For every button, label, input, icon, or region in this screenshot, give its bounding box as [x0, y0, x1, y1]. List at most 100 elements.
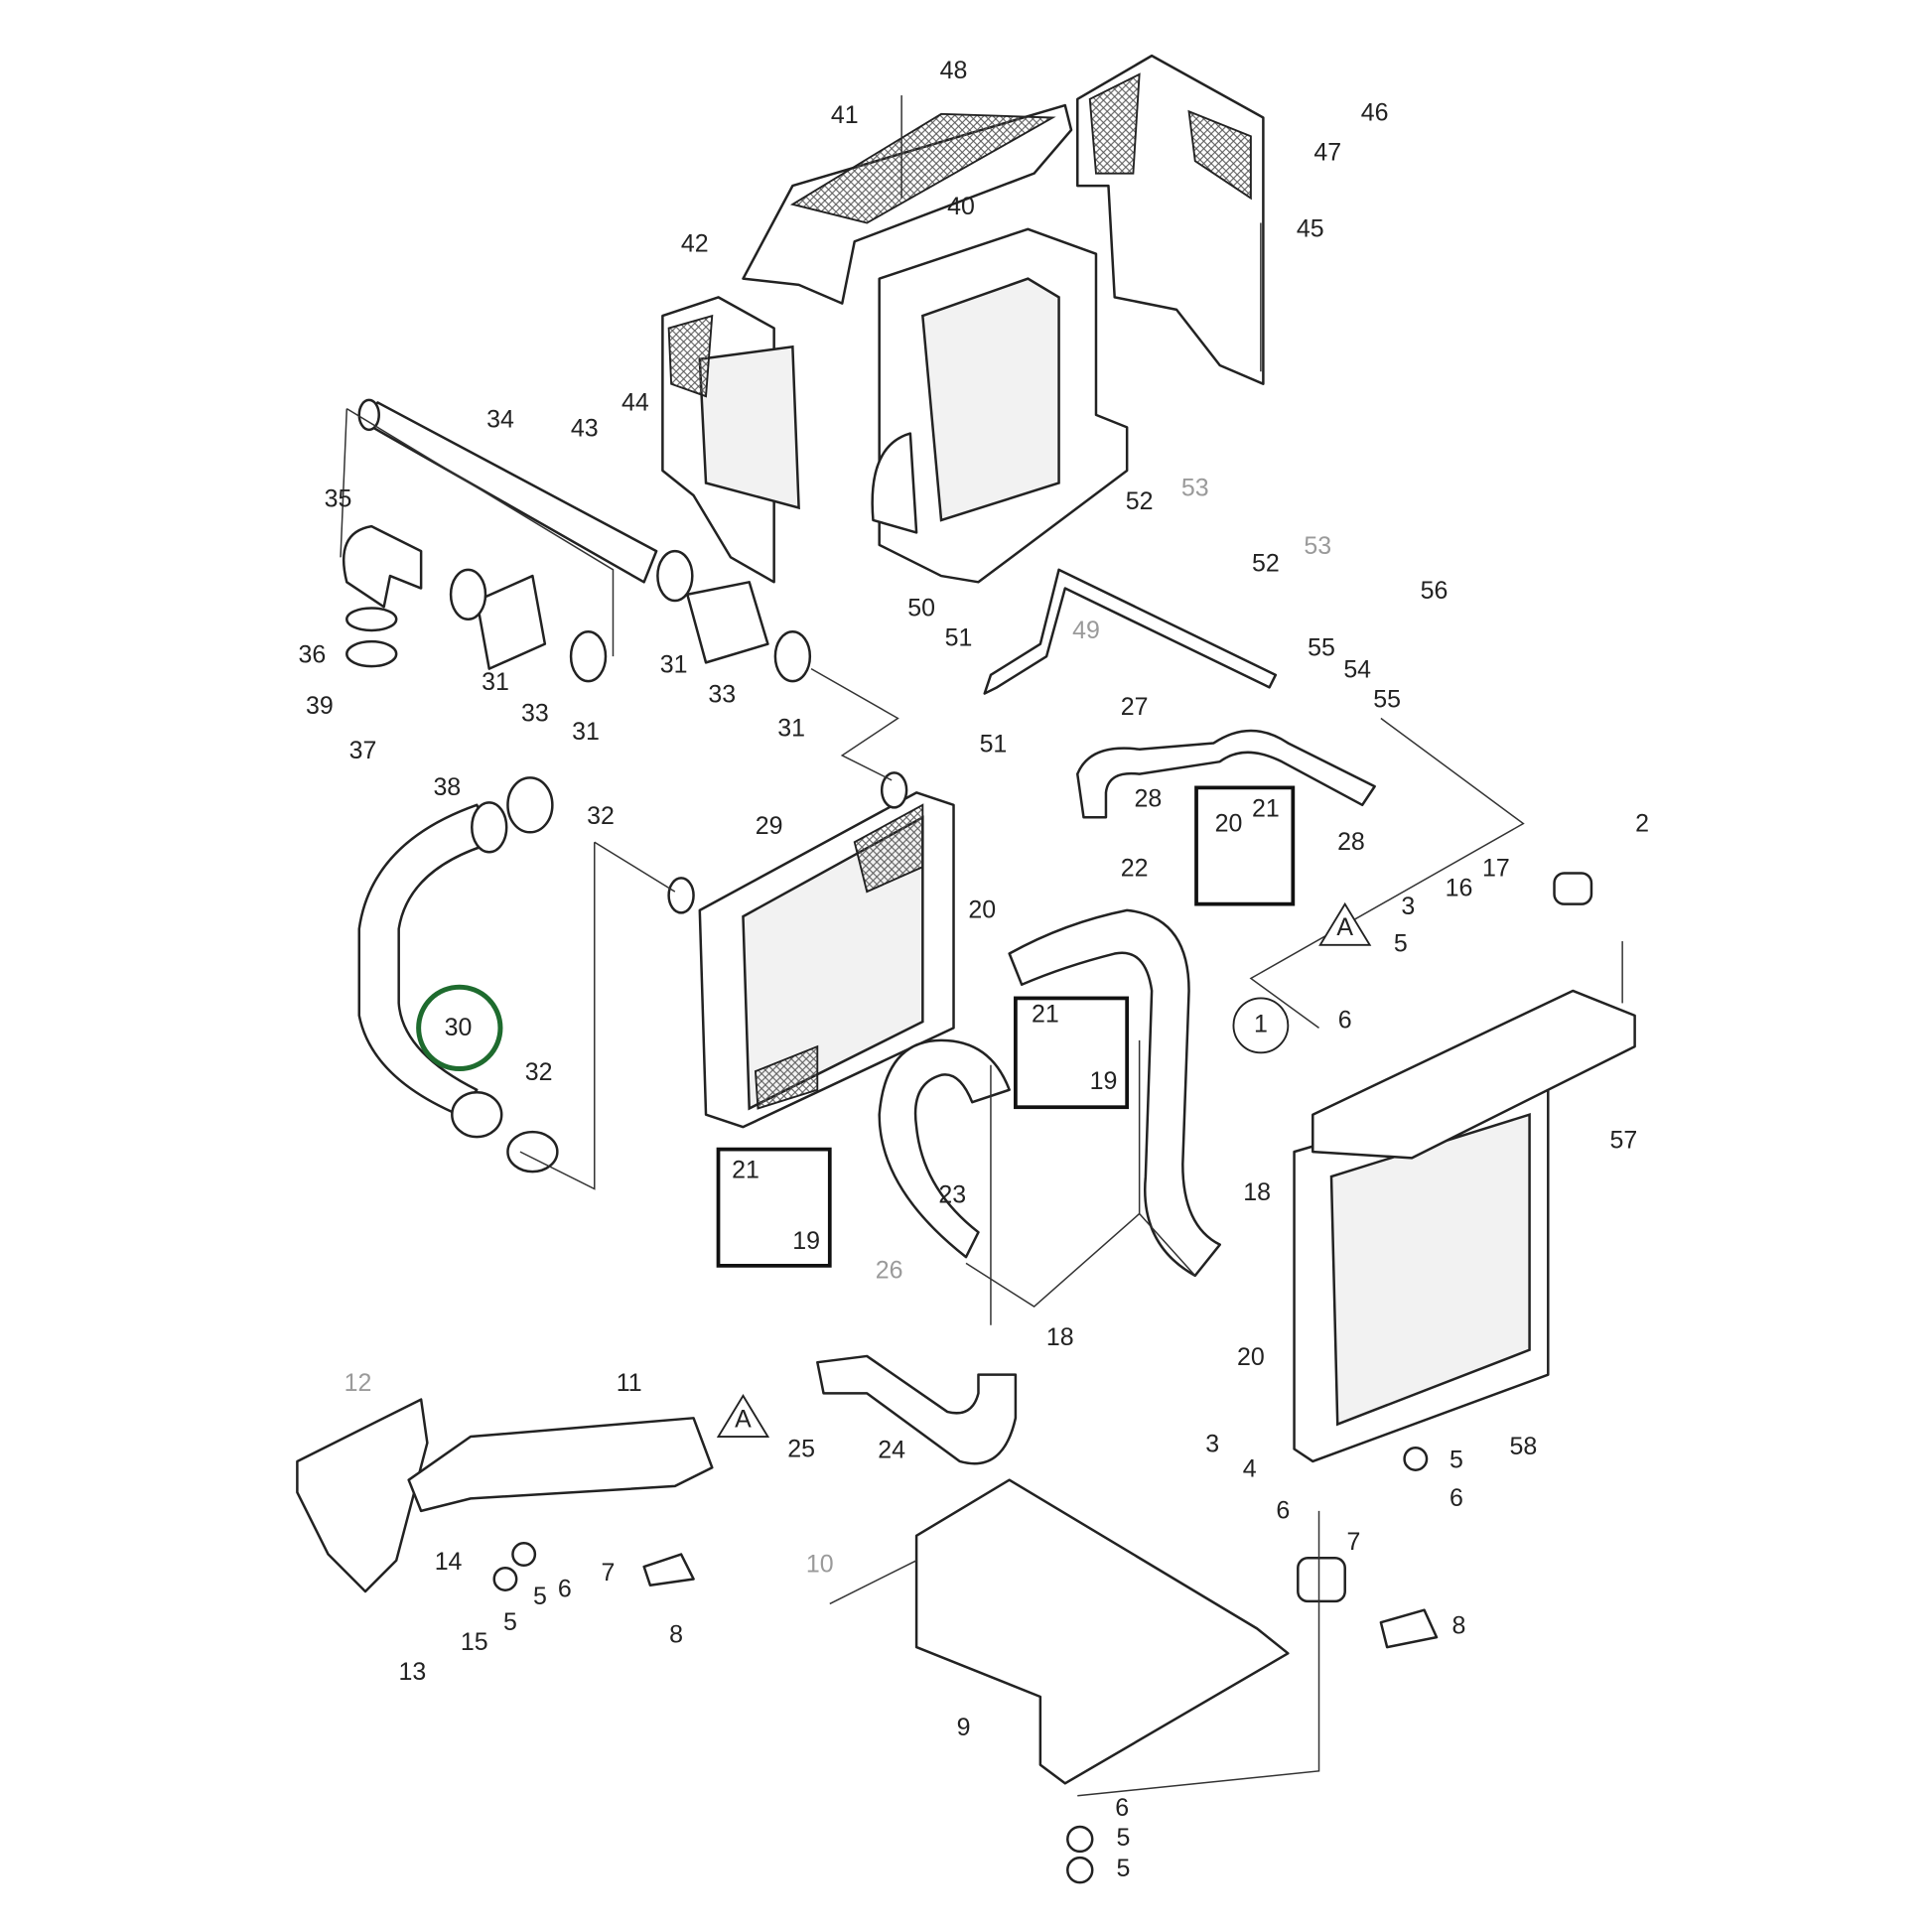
callout[interactable]: 58 [1509, 1433, 1537, 1460]
callout[interactable]: 16 [1446, 874, 1473, 901]
callout[interactable]: 23 [938, 1181, 966, 1209]
reference-circle-1 [1232, 997, 1290, 1054]
callout[interactable]: 11 [617, 1369, 642, 1397]
bracket-9 [914, 1478, 1290, 1785]
side-panel-42 [661, 296, 800, 584]
callout[interactable]: 1 [1254, 1010, 1268, 1037]
callout[interactable]: 34 [486, 406, 514, 434]
callout[interactable]: 20 [1215, 809, 1243, 837]
callout[interactable]: 3 [1205, 1430, 1219, 1457]
callout[interactable]: 52 [1126, 487, 1154, 515]
callout[interactable]: 57 [1610, 1127, 1638, 1155]
callout[interactable]: 4 [1243, 1454, 1257, 1482]
callout[interactable]: 38 [433, 773, 461, 801]
callout[interactable]: 5 [503, 1608, 517, 1636]
callout[interactable]: 48 [940, 57, 968, 84]
callout[interactable]: 31 [482, 668, 509, 696]
callout[interactable]: 20 [968, 897, 996, 924]
callout[interactable]: 14 [435, 1548, 463, 1576]
callout[interactable]: 5 [1116, 1824, 1130, 1852]
callout[interactable]: 54 [1343, 656, 1371, 684]
callout[interactable]: 42 [681, 230, 709, 258]
callout[interactable]: 45 [1297, 215, 1324, 243]
callout[interactable]: 50 [907, 594, 935, 621]
callout[interactable]: 20 [1237, 1343, 1265, 1371]
side-guard-45 [1076, 54, 1265, 385]
callout[interactable]: 6 [1276, 1497, 1290, 1525]
callout[interactable]: 21 [732, 1157, 759, 1184]
callout[interactable]: 43 [571, 414, 599, 442]
callout[interactable]: 27 [1121, 693, 1149, 721]
callout[interactable]: 6 [1449, 1484, 1463, 1512]
callout[interactable]: 3 [1401, 893, 1415, 920]
callout[interactable]: 6 [558, 1575, 572, 1602]
callout[interactable]: 6 [1115, 1794, 1129, 1822]
callout[interactable]: A [735, 1405, 752, 1433]
callout[interactable]: 19 [1090, 1067, 1118, 1095]
callout[interactable]: 53 [1304, 532, 1331, 560]
callout[interactable]: 51 [980, 731, 1008, 759]
callout[interactable]: 44 [621, 388, 649, 416]
callout-labels: 48 41 46 47 40 45 42 44 43 34 35 53 52 5… [298, 57, 1649, 1882]
bracket-11 [407, 1417, 714, 1513]
top-guard-41 [742, 103, 1073, 305]
callout[interactable]: 6 [1338, 1007, 1352, 1035]
callout[interactable]: 18 [1243, 1178, 1271, 1206]
callout[interactable]: 29 [756, 812, 783, 840]
callout[interactable]: 8 [669, 1620, 683, 1648]
callout[interactable]: 2 [1635, 809, 1649, 837]
callout[interactable]: 28 [1337, 828, 1365, 856]
callout[interactable]: 15 [461, 1628, 488, 1656]
callout[interactable]: 39 [306, 692, 334, 720]
callout[interactable]: 33 [708, 681, 736, 709]
callout[interactable]: 56 [1421, 577, 1449, 605]
callout[interactable]: 36 [298, 641, 326, 669]
callout[interactable]: 5 [1116, 1855, 1130, 1882]
callout[interactable]: 32 [587, 802, 615, 830]
callout[interactable]: 53 [1181, 474, 1209, 501]
callout[interactable]: 10 [806, 1550, 834, 1578]
callout[interactable]: 21 [1252, 794, 1280, 822]
callout[interactable]: 26 [876, 1257, 903, 1285]
callout[interactable]: 55 [1308, 633, 1335, 661]
callout[interactable]: 18 [1046, 1323, 1074, 1351]
callout[interactable]: 55 [1373, 686, 1401, 714]
callout-30-highlighted[interactable]: 30 [445, 1014, 473, 1041]
callout[interactable]: 52 [1252, 549, 1280, 577]
hose-27 [1076, 729, 1376, 819]
callout[interactable]: 5 [1394, 929, 1408, 957]
highlight-circle-30[interactable] [416, 984, 503, 1072]
callout[interactable]: 7 [1347, 1528, 1361, 1556]
callout[interactable]: 24 [878, 1437, 905, 1464]
callout[interactable]: 49 [1072, 617, 1100, 644]
callout[interactable]: 5 [533, 1583, 547, 1610]
callout[interactable]: 31 [572, 718, 600, 746]
callout[interactable]: 8 [1452, 1612, 1466, 1640]
callout[interactable]: 9 [957, 1714, 971, 1741]
callout[interactable]: 21 [1032, 1000, 1059, 1028]
callout[interactable]: 47 [1313, 138, 1341, 166]
callout[interactable]: 51 [945, 623, 973, 651]
callout[interactable]: 19 [792, 1227, 820, 1255]
clip-8 [642, 1553, 695, 1587]
callout[interactable]: 35 [325, 485, 352, 513]
callout[interactable]: 40 [947, 193, 975, 220]
callout[interactable]: A [1336, 913, 1353, 941]
hose-33-left [476, 574, 547, 670]
callout[interactable]: 25 [787, 1435, 815, 1462]
callout[interactable]: 31 [777, 714, 805, 742]
callout[interactable]: 28 [1134, 784, 1162, 812]
callout[interactable]: 33 [521, 699, 549, 727]
callout[interactable]: 31 [660, 651, 688, 679]
callout[interactable]: 22 [1121, 854, 1149, 882]
callout[interactable]: 41 [831, 101, 859, 129]
callout[interactable]: 5 [1449, 1447, 1463, 1474]
callout[interactable]: 32 [525, 1058, 553, 1086]
callout[interactable]: 13 [399, 1658, 427, 1686]
callout[interactable]: 46 [1361, 98, 1389, 126]
callout[interactable]: 37 [349, 737, 377, 764]
callout[interactable]: 12 [345, 1369, 372, 1397]
callout[interactable]: 17 [1482, 854, 1510, 882]
callout[interactable]: 7 [602, 1559, 616, 1587]
